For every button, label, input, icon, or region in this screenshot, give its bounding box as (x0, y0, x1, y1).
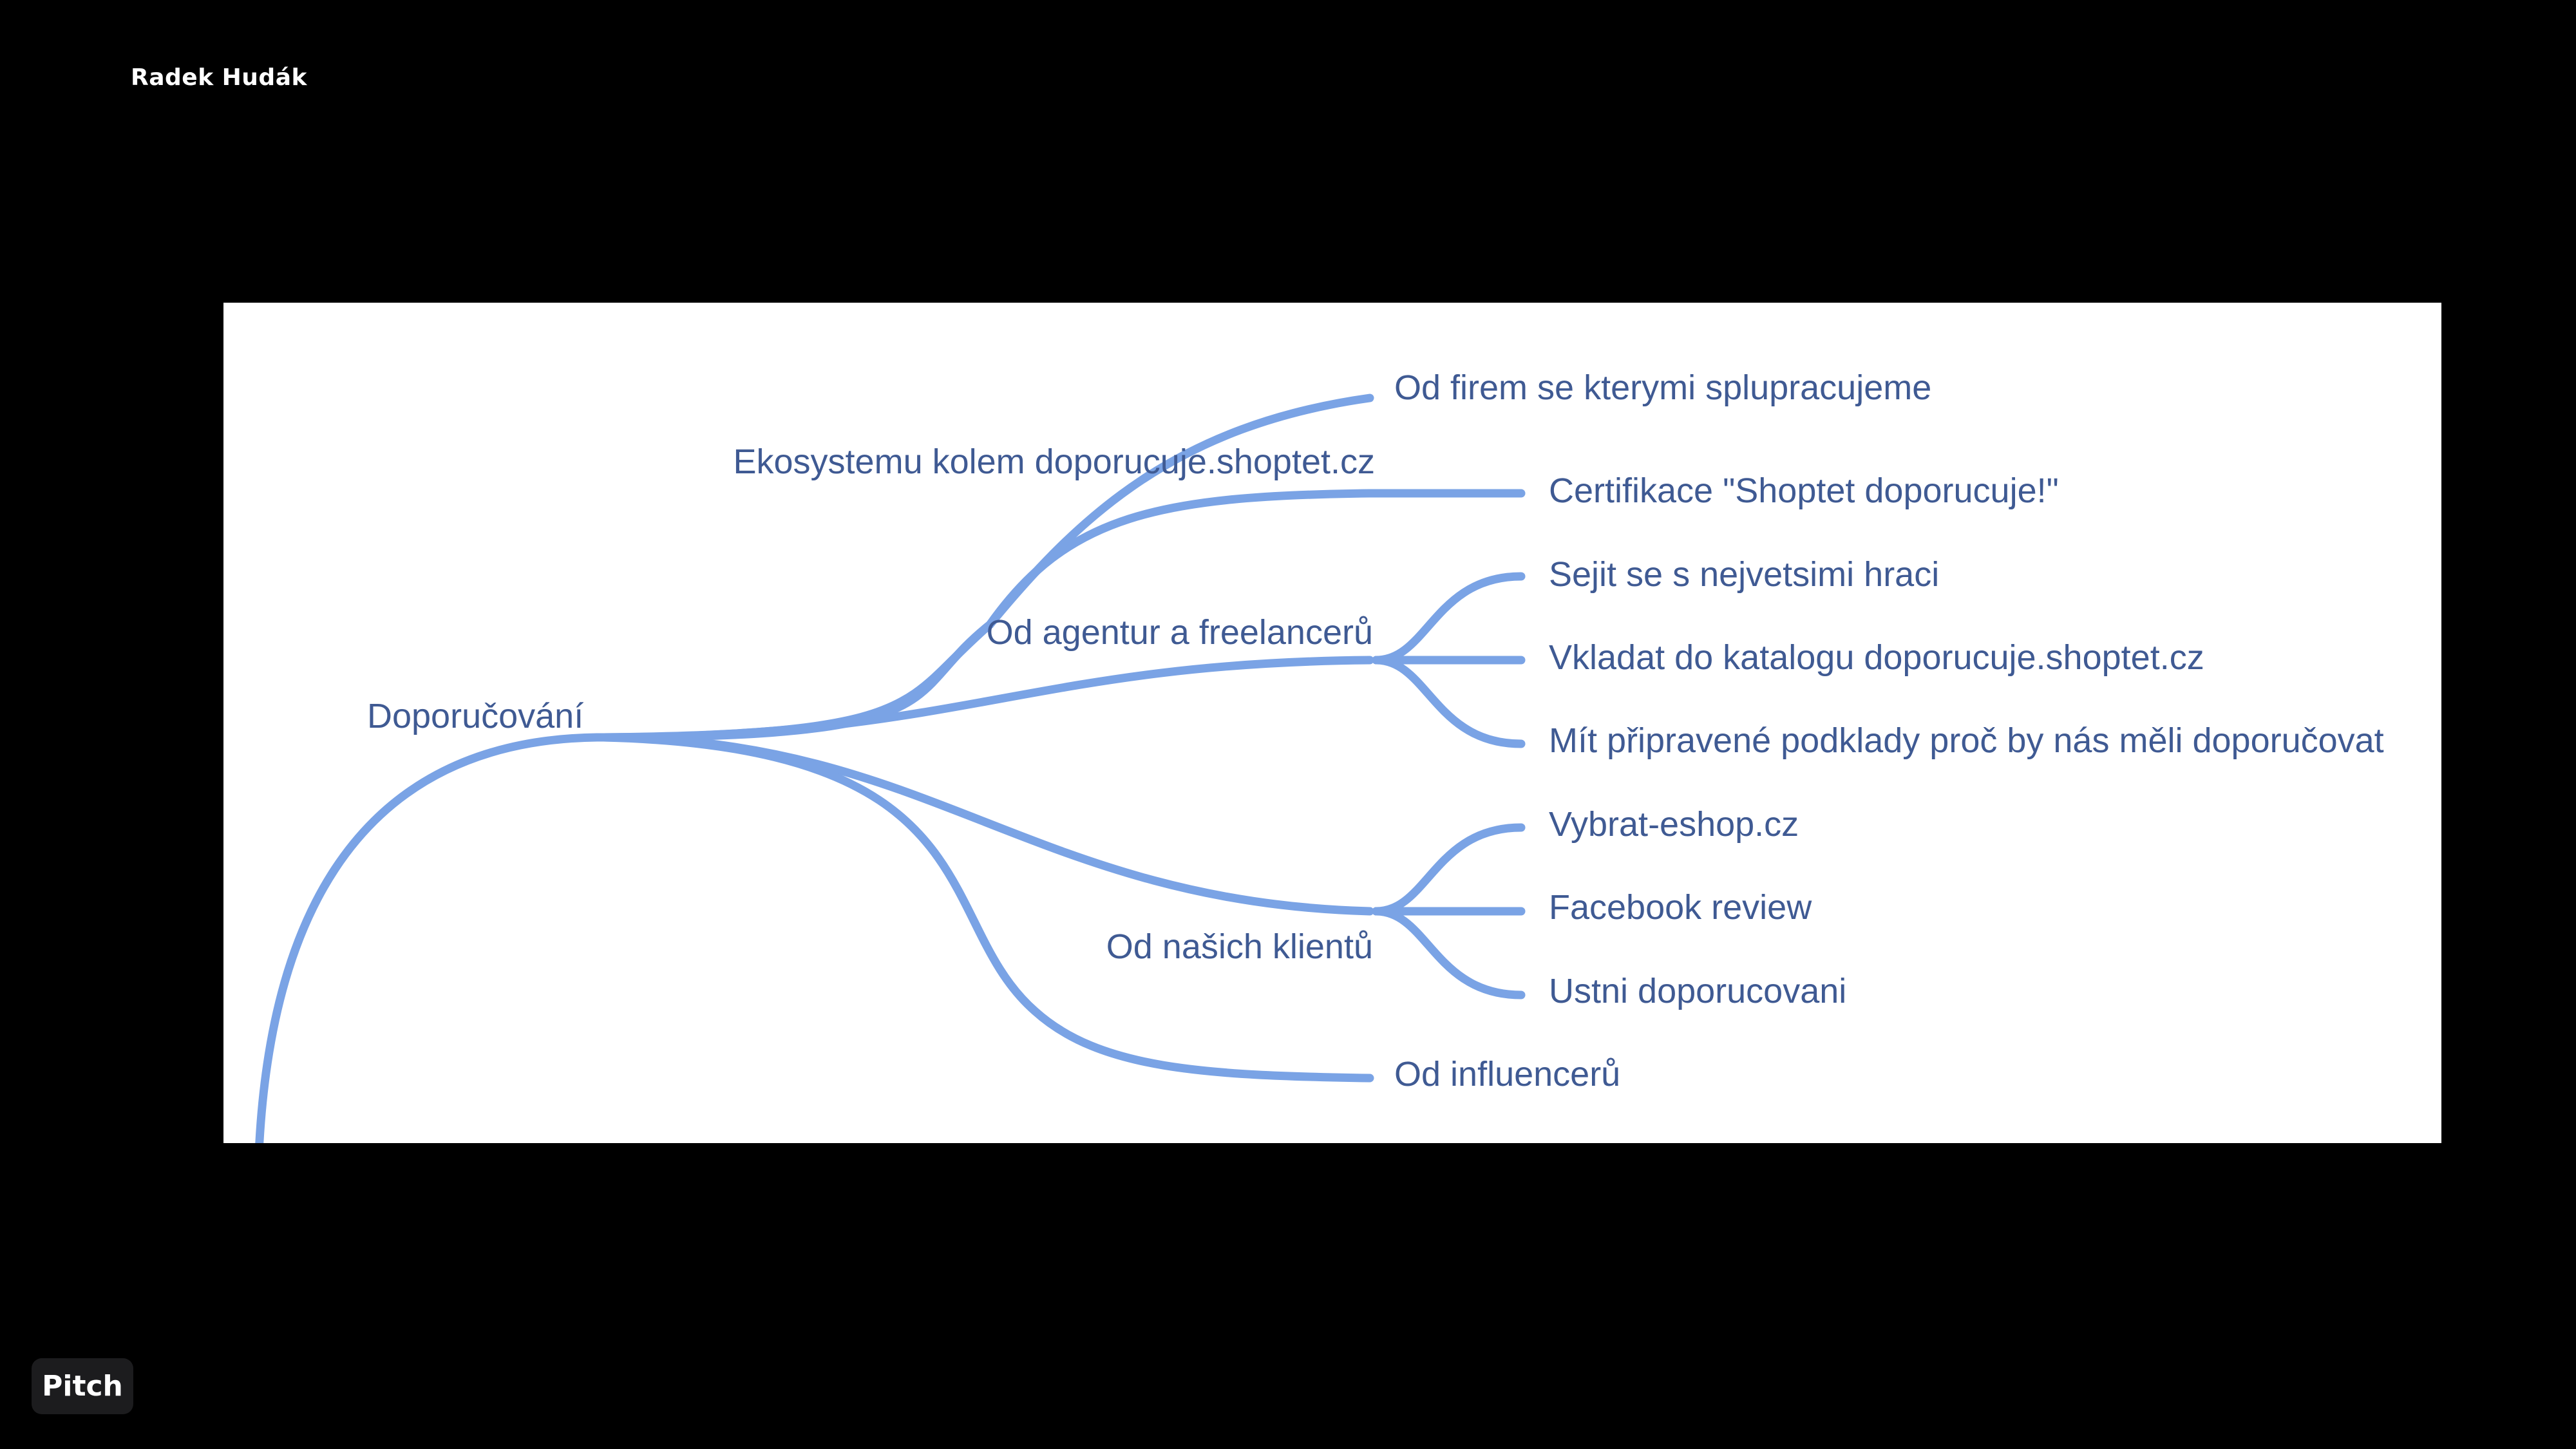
pitch-badge-label: Pitch (42, 1370, 123, 1403)
pitch-badge-button[interactable]: Pitch (32, 1358, 133, 1414)
agencies-child-label-1: Sejit se s nejvetsimi hraci (1549, 555, 1939, 594)
mindmap-image: Doporučování Ekosystemu kolem doporucuje… (223, 303, 2441, 1143)
agencies-node-label: Od agentur a freelancerů (987, 613, 1373, 652)
mindmap-diagram: Doporučování Ekosystemu kolem doporucuje… (255, 368, 2384, 1143)
branch-line-agencies-child-3 (1372, 656, 1526, 748)
ecosystem-node-label: Ekosystemu kolem doporucuje.shoptet.cz (734, 442, 1376, 481)
branch-line-clients-child-3 (1372, 907, 1526, 999)
branch-line-influencers (599, 733, 1374, 1083)
agencies-child-label-3: Mít připravené podklady proč by nás měli… (1549, 721, 2384, 760)
branch-line-clients (599, 733, 1374, 916)
branch-line-agencies-child-1 (1372, 572, 1526, 665)
clients-child-label-3: Ustni doporucovani (1549, 972, 1846, 1010)
clients-child-label-2: Facebook review (1549, 888, 1812, 927)
author-name: Radek Hudák (131, 64, 307, 91)
branch-line-agencies (599, 656, 1374, 742)
ecosystem-child-label-2: Certifikace "Shoptet doporucuje!" (1549, 471, 2059, 510)
clients-node-label: Od našich klientů (1106, 927, 1373, 966)
branch-line-clients-child-1 (1372, 823, 1526, 916)
root-node-label: Doporučování (367, 697, 583, 735)
influencers-node-label: Od influencerů (1394, 1055, 1620, 1094)
clients-child-label-1: Vybrat-eshop.cz (1549, 805, 1799, 844)
ecosystem-child-label-1: Od firem se kterymi splupracujeme (1394, 368, 1931, 407)
branch-line-root-entry (255, 733, 601, 1143)
agencies-child-label-2: Vkladat do katalogu doporucuje.shoptet.c… (1549, 638, 2204, 677)
